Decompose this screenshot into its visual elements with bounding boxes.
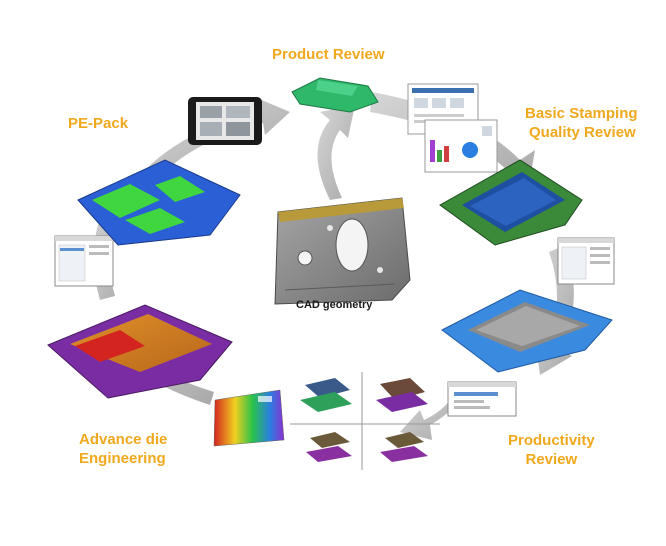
advance-die-part bbox=[47, 304, 233, 399]
basic-stamping-part bbox=[439, 159, 583, 246]
stage-line: Advance die bbox=[79, 431, 168, 448]
stage-label-product-review: Product Review bbox=[272, 45, 385, 64]
stage-line: Engineering bbox=[79, 450, 166, 467]
productivity-part bbox=[441, 289, 613, 373]
simulation-quadrant bbox=[290, 372, 440, 470]
stage-line: Basic Stamping bbox=[525, 105, 638, 122]
stage-line: Review bbox=[525, 451, 578, 468]
pe-pack-part bbox=[77, 159, 241, 246]
heatmap-part bbox=[213, 389, 285, 447]
stage-line: Product Review bbox=[272, 46, 385, 63]
stage-label-advance-die: Advance die Engineering bbox=[79, 430, 167, 468]
stage-line: Productivity bbox=[508, 432, 595, 449]
product-review-part bbox=[291, 77, 379, 113]
report-sheets bbox=[407, 83, 498, 173]
settings-dialog-right bbox=[557, 237, 615, 285]
arc-bottom-left bbox=[110, 335, 214, 405]
stage-label-basic-stamping: Basic Stamping Quality Review bbox=[525, 104, 638, 142]
stage-line: PE-Pack bbox=[68, 115, 129, 132]
dialog-bottom-right bbox=[447, 381, 517, 417]
stage-label-pe-pack: PE-Pack bbox=[68, 114, 128, 133]
inner-arrow bbox=[317, 105, 355, 200]
stage-label-productivity: Productivity Review bbox=[508, 431, 595, 469]
cad-geometry-part bbox=[274, 197, 411, 305]
center-caption: CAD geometry bbox=[296, 299, 373, 311]
settings-dialog-left bbox=[54, 235, 114, 287]
tablet-device bbox=[188, 97, 262, 145]
stage-line: Quality Review bbox=[529, 124, 636, 141]
